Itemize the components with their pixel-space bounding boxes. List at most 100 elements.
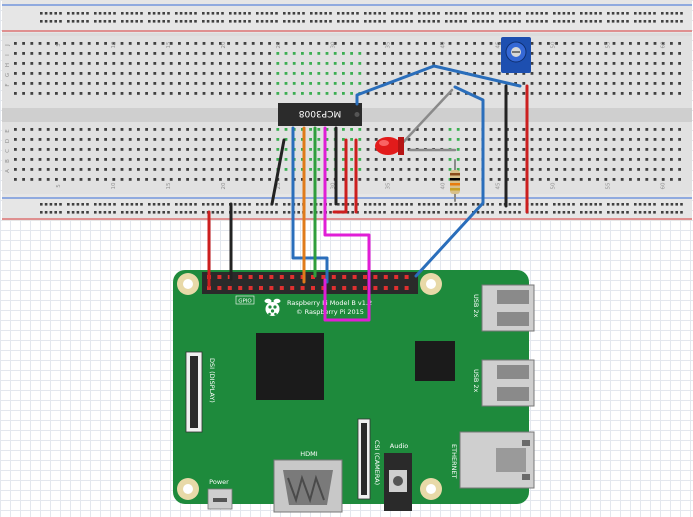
rail-hole (395, 203, 399, 206)
terminal-hole (317, 138, 321, 141)
rail-hole (368, 211, 372, 214)
terminal-hole (194, 178, 198, 181)
row-letter: C (5, 149, 11, 153)
rail-hole (611, 203, 615, 206)
terminal-hole (555, 92, 558, 95)
terminal-hole (448, 158, 452, 161)
rail-hole (175, 20, 178, 23)
terminal-hole (653, 148, 657, 151)
terminal-hole (145, 82, 148, 85)
rail-hole (287, 203, 291, 206)
terminal-hole (473, 168, 476, 171)
rail-hole (476, 20, 480, 23)
rail-hole (135, 211, 138, 214)
terminal-hole (325, 82, 329, 85)
terminal-hole (342, 168, 345, 171)
rail-hole (486, 211, 489, 214)
terminal-hole (538, 128, 542, 131)
terminal-hole (424, 72, 427, 75)
rail-hole (221, 12, 224, 15)
terminal-hole (374, 82, 378, 85)
rail-hole (356, 20, 359, 23)
terminal-hole (547, 178, 550, 181)
gpio-pin (259, 275, 263, 279)
terminal-hole (317, 92, 321, 95)
terminal-hole (268, 178, 271, 181)
terminal-hole (456, 128, 460, 131)
terminal-hole (96, 42, 99, 45)
terminal-hole (309, 62, 312, 65)
terminal-hole (14, 138, 17, 141)
rail-hole (626, 20, 629, 23)
terminal-hole (596, 148, 599, 151)
terminal-hole (63, 92, 66, 95)
terminal-hole (194, 168, 198, 171)
rail-hole (40, 203, 43, 206)
gpio-pin (331, 286, 336, 290)
terminal-hole (120, 128, 124, 131)
rail-hole (67, 203, 70, 206)
terminal-hole (629, 178, 632, 181)
terminal-hole (596, 138, 599, 141)
terminal-hole (563, 82, 567, 85)
rail-hole (364, 20, 367, 23)
column-number: 40 (441, 182, 447, 189)
terminal-hole (22, 178, 25, 181)
terminal-hole (79, 138, 83, 141)
rail-hole (108, 20, 111, 23)
terminal-hole (63, 82, 66, 85)
terminal-hole (489, 62, 493, 65)
terminal-hole (194, 62, 198, 65)
terminal-hole (473, 42, 476, 45)
terminal-hole (30, 168, 34, 171)
terminal-hole (629, 62, 632, 65)
terminal-hole (489, 52, 493, 55)
rail-hole (184, 12, 188, 15)
rail-hole (310, 211, 313, 214)
rail-hole (449, 211, 453, 214)
terminal-hole (456, 82, 460, 85)
pi-pcb (173, 270, 529, 504)
terminal-hole (489, 92, 493, 95)
terminal-hole (383, 72, 386, 75)
terminal-hole (55, 72, 58, 75)
ethernet-socket (496, 448, 526, 472)
rail-hole (243, 20, 246, 23)
terminal-hole (374, 178, 378, 181)
terminal-hole (407, 158, 411, 161)
terminal-hole (178, 158, 181, 161)
rail-hole (491, 203, 494, 206)
terminal-hole (571, 128, 575, 131)
terminal-hole (514, 158, 517, 161)
terminal-hole (30, 82, 34, 85)
terminal-hole (186, 148, 189, 151)
rail-hole (589, 203, 593, 206)
rail-hole (202, 12, 205, 15)
terminal-hole (71, 148, 75, 151)
terminal-hole (227, 52, 230, 55)
terminal-hole (596, 82, 599, 85)
rail-hole (621, 20, 624, 23)
terminal-hole (87, 42, 91, 45)
rail-hole (422, 203, 426, 206)
terminal-hole (202, 62, 206, 65)
terminal-hole (448, 62, 452, 65)
terminal-hole (374, 42, 378, 45)
rail-hole (140, 203, 143, 206)
rail-hole (152, 203, 156, 206)
terminal-hole (104, 82, 107, 85)
terminal-hole (358, 168, 362, 171)
rail-hole (449, 12, 453, 15)
terminal-hole (112, 52, 116, 55)
rail-hole (373, 203, 377, 206)
terminal-hole (407, 42, 411, 45)
terminal-hole (87, 82, 91, 85)
terminal-hole (202, 72, 206, 75)
rail-hole (611, 20, 615, 23)
rail-hole (607, 203, 610, 206)
terminal-hole (219, 178, 222, 181)
terminal-hole (243, 168, 247, 171)
ethernet-led (522, 474, 530, 480)
terminal-hole (678, 128, 681, 131)
